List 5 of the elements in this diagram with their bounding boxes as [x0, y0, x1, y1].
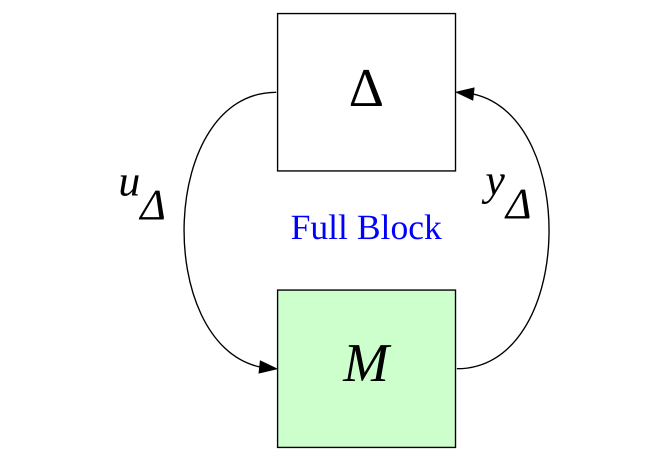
node-box: M — [276, 289, 456, 448]
arrow — [183, 92, 278, 374]
node-box: Δ — [276, 12, 456, 172]
arrow — [454, 87, 549, 370]
label: Full Block — [290, 207, 442, 248]
